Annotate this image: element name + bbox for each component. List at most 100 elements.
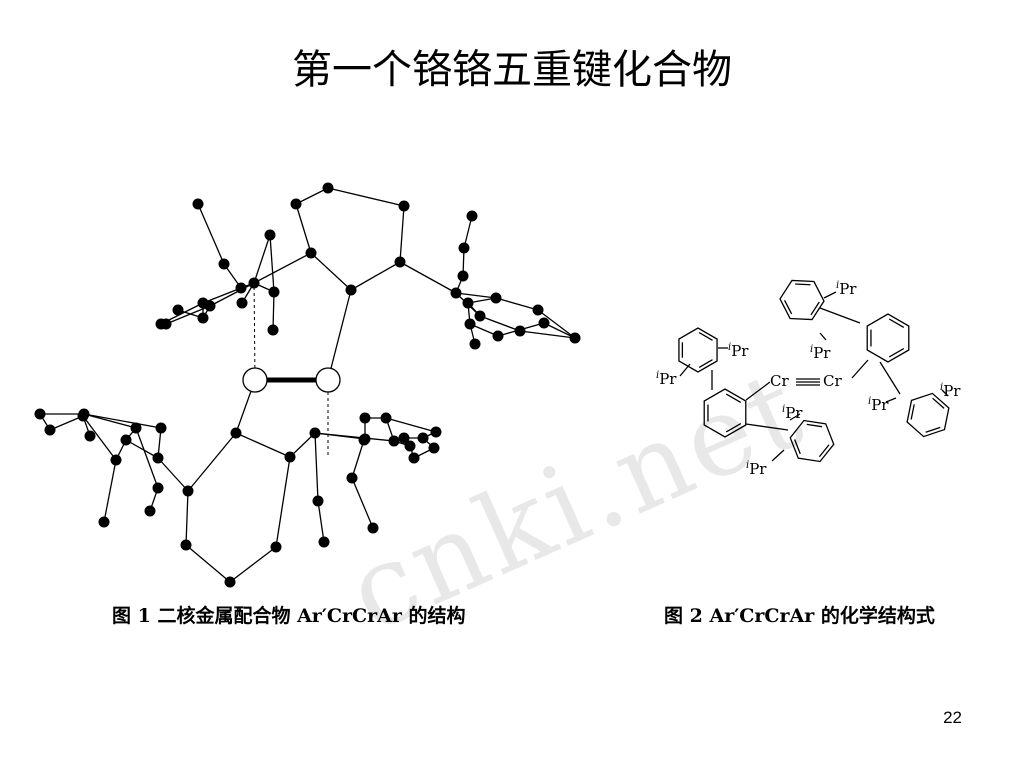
bond bbox=[537, 309, 576, 339]
chromium-atom bbox=[315, 367, 341, 393]
carbon-atom bbox=[197, 297, 209, 309]
carbon-atom bbox=[182, 485, 194, 497]
benzene-ring bbox=[789, 419, 835, 463]
aromatic-bond bbox=[932, 397, 945, 409]
bond bbox=[819, 307, 861, 324]
carbon-atom bbox=[380, 412, 392, 424]
isopropyl-suffix: Pr bbox=[839, 280, 857, 298]
bond bbox=[851, 359, 869, 379]
carbon-atom bbox=[322, 182, 334, 194]
carbon-atom bbox=[312, 495, 324, 507]
bond bbox=[157, 457, 189, 492]
page-number: 22 bbox=[943, 708, 962, 727]
carbon-atom bbox=[569, 332, 581, 344]
carbon-atom bbox=[398, 432, 410, 444]
carbon-atom bbox=[248, 277, 260, 289]
bond bbox=[49, 415, 84, 431]
isopropyl-prefix: i bbox=[810, 344, 813, 355]
bond bbox=[399, 261, 457, 294]
bond bbox=[185, 544, 231, 583]
bond bbox=[314, 432, 319, 502]
bond bbox=[289, 432, 316, 458]
carbon-atom bbox=[44, 424, 56, 436]
carbon-atom bbox=[268, 286, 280, 298]
isopropyl-prefix: i bbox=[868, 396, 871, 407]
carbon-atom bbox=[490, 292, 502, 304]
bond bbox=[350, 261, 401, 291]
aromatic-bond bbox=[888, 347, 905, 358]
carbon-atom bbox=[270, 541, 282, 553]
benzene-ring bbox=[866, 313, 910, 363]
bond bbox=[275, 456, 291, 548]
bond bbox=[327, 289, 352, 381]
bond bbox=[253, 234, 271, 284]
isopropyl-label: iPr bbox=[810, 344, 831, 362]
carbon-atom bbox=[492, 330, 504, 342]
carbon-atom bbox=[458, 242, 470, 254]
figure1-caption: 图 1 二核金属配合物 Ar′CrCrAr 的结构 bbox=[112, 605, 466, 627]
carbon-atom bbox=[466, 210, 478, 222]
carbon-atom bbox=[284, 451, 296, 463]
bond bbox=[295, 203, 312, 254]
carbon-atom bbox=[346, 472, 358, 484]
bond bbox=[185, 490, 189, 546]
bond bbox=[202, 287, 242, 304]
bond bbox=[314, 432, 395, 442]
isopropyl-suffix: Pr bbox=[943, 382, 961, 400]
isopropyl-prefix: i bbox=[940, 382, 943, 393]
bond bbox=[823, 291, 837, 299]
aromatic-bond bbox=[806, 423, 823, 428]
bond bbox=[83, 413, 162, 429]
carbon-atom bbox=[152, 482, 164, 494]
carbon-atom bbox=[120, 434, 132, 446]
aromatic-bond bbox=[888, 318, 905, 329]
bond bbox=[103, 459, 117, 523]
bond bbox=[197, 203, 225, 265]
bond bbox=[745, 423, 789, 431]
bond bbox=[317, 500, 325, 543]
carbon-atom bbox=[155, 318, 167, 330]
isopropyl-suffix: Pr bbox=[749, 460, 767, 478]
bond bbox=[885, 397, 897, 403]
bond bbox=[125, 439, 159, 459]
chromium-atom bbox=[242, 367, 268, 393]
bond bbox=[679, 363, 691, 377]
carbon-atom bbox=[290, 198, 302, 210]
carbon-atom bbox=[359, 433, 371, 445]
carbon-atom bbox=[267, 324, 279, 336]
aromatic-bond bbox=[784, 299, 793, 315]
aromatic-bond bbox=[698, 332, 713, 341]
carbon-atom bbox=[404, 440, 416, 452]
carbon-atom bbox=[144, 505, 156, 517]
carbon-atom bbox=[318, 536, 330, 548]
isopropyl-suffix: Pr bbox=[871, 396, 889, 414]
aromatic-bond bbox=[818, 444, 830, 458]
carbon-atom bbox=[538, 317, 550, 329]
ball-and-stick-structure bbox=[34, 182, 581, 588]
slide-title: 第一个铬铬五重键化合物 bbox=[292, 47, 732, 93]
carbon-atom bbox=[309, 427, 321, 439]
carbon-atom bbox=[388, 435, 400, 447]
carbon-atom bbox=[34, 408, 46, 420]
aromatic-bond bbox=[810, 301, 820, 316]
carbon-atom bbox=[224, 576, 236, 588]
carbon-atom bbox=[155, 422, 167, 434]
carbon-atom bbox=[450, 287, 462, 299]
carbon-atom bbox=[110, 454, 122, 466]
bond bbox=[295, 187, 329, 205]
carbon-atom bbox=[192, 198, 204, 210]
isopropyl-suffix: Pr bbox=[731, 342, 749, 360]
isopropyl-label: iPr bbox=[656, 370, 677, 388]
carbon-atom bbox=[98, 516, 110, 528]
carbon-atom bbox=[408, 452, 420, 464]
bond bbox=[235, 432, 291, 458]
carbon-atom bbox=[532, 304, 544, 316]
bond bbox=[327, 187, 405, 207]
bond bbox=[819, 332, 827, 341]
benzene-ring bbox=[779, 279, 825, 321]
isopropyl-suffix: Pr bbox=[659, 370, 677, 388]
carbon-atom bbox=[367, 522, 379, 534]
bond bbox=[941, 389, 949, 397]
isopropyl-label: iPr bbox=[728, 342, 749, 360]
bond bbox=[455, 292, 497, 299]
